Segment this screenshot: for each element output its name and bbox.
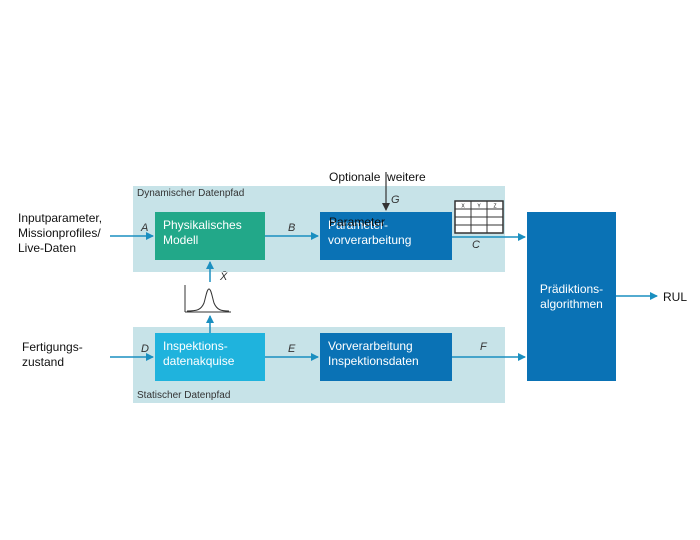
distribution-curve-icon <box>181 283 233 315</box>
rul-output-label: RUL <box>663 290 688 304</box>
connector-b-label: B <box>288 222 296 234</box>
data-table-icon: X Y Z <box>454 200 504 234</box>
connector-c-label: C <box>472 239 480 251</box>
parameter-preprocessing-box: Parameter- vorverarbeitung <box>320 212 452 260</box>
input-parameters-line2: Missionprofiles/ <box>18 226 101 240</box>
input-parameters-line3: Live-Daten <box>18 241 77 255</box>
manufacturing-state-line1: Fertigungs- <box>22 340 83 354</box>
prediction-algorithms-line2: algorithmen <box>540 296 603 311</box>
input-parameters-label: Inputparameter, Missionprofiles/ Live-Da… <box>18 211 102 256</box>
dynamic-datapath-label: Dynamischer Datenpfad <box>137 188 245 199</box>
optional-parameters-line2: Parameter <box>329 215 386 229</box>
inspection-preprocessing-box: Vorverarbeitung Inspektionsdaten <box>320 333 452 381</box>
connector-f-label: F <box>480 341 487 353</box>
optional-parameters-label: Optionale weitere Parameter <box>329 140 426 245</box>
inspection-acquisition-line2: datenakquise <box>163 354 235 368</box>
table-header-z: Z <box>493 204 496 210</box>
connector-d-label: D <box>141 343 149 355</box>
table-header-x: X <box>461 204 465 210</box>
connector-g-label: G <box>391 194 400 206</box>
inspection-preprocessing-line2: Inspektionsdaten <box>328 354 419 368</box>
physical-model-line1: Physikalisches <box>163 218 242 232</box>
manufacturing-state-line2: zustand <box>22 355 65 369</box>
inspection-acquisition-box: Inspektions- datenakquise <box>155 333 265 381</box>
prediction-algorithms-box: Prädiktions- algorithmen <box>527 212 616 381</box>
parameter-preprocessing-line1: Parameter- <box>328 218 389 232</box>
optional-parameters-line1: Optionale weitere <box>329 170 426 184</box>
manufacturing-state-label: Fertigungs- zustand <box>22 340 83 370</box>
table-header-y: Y <box>477 204 481 210</box>
inspection-acquisition-line1: Inspektions- <box>163 339 228 353</box>
parameter-preprocessing-line2: vorverarbeitung <box>328 233 412 247</box>
physical-model-line2: Modell <box>163 233 199 247</box>
x-bar-label: X̄ <box>220 271 228 283</box>
input-parameters-line1: Inputparameter, <box>18 211 103 225</box>
prediction-algorithms-line1: Prädiktions- <box>539 281 604 296</box>
connector-a-label: A <box>141 222 149 234</box>
physical-model-box: Physikalisches Modell <box>155 212 265 260</box>
static-datapath-label: Statischer Datenpfad <box>137 390 231 401</box>
inspection-preprocessing-line1: Vorverarbeitung <box>328 339 413 353</box>
connector-e-label: E <box>288 343 296 355</box>
